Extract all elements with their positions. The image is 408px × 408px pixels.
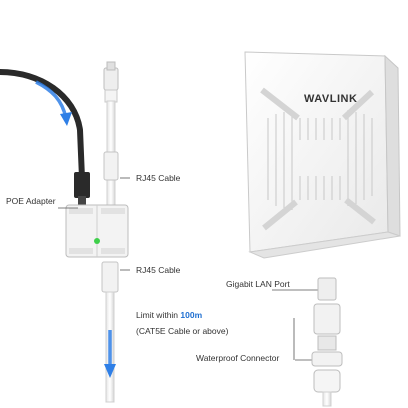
rj45-cable-bottom-label: RJ45 Cable [136, 265, 181, 275]
distance-limit-label: Limit within 100m [136, 310, 202, 320]
leader-lines [58, 177, 322, 361]
gigabit-lan-port-label: Gigabit LAN Port [226, 279, 290, 289]
rj45-plug-icon [101, 261, 119, 293]
rj45-plug-icon [103, 67, 119, 91]
cable-requirement-label: (CAT5E Cable or above) [136, 326, 229, 336]
access-point-icon [244, 51, 401, 259]
power-plug-icon [74, 172, 90, 198]
waterproof-connector-label: Waterproof Connector [196, 353, 280, 363]
limit-prefix: Limit within [136, 310, 181, 320]
power-cable-icon [0, 69, 85, 181]
poe-adapter-label: POE Adapter [6, 196, 56, 206]
waterproof-connector-icon [313, 303, 341, 335]
limit-value: 100m [180, 310, 203, 320]
rj45-cable-top-label: RJ45 Cable [136, 173, 181, 183]
rj45-plug-icon [317, 277, 337, 301]
status-led-icon [94, 238, 100, 244]
brand-logo: WAVLINK [304, 93, 358, 105]
